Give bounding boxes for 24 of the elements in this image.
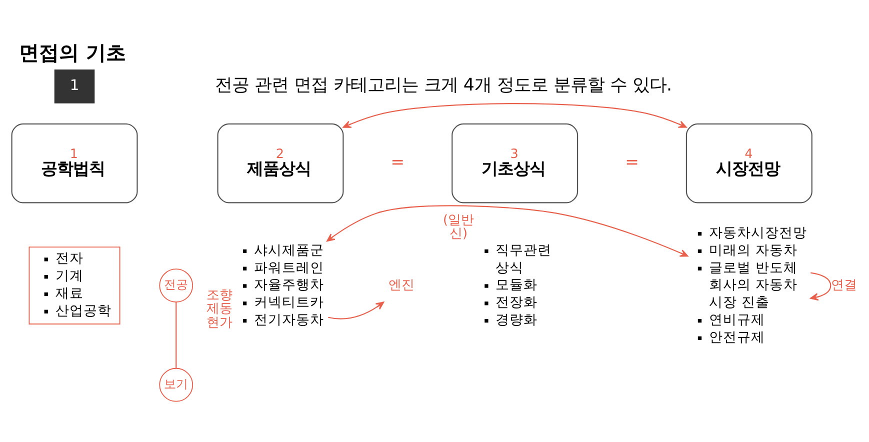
label: 1 [70, 76, 80, 94]
node-circle: 전공 [159, 268, 194, 302]
node-label: (일반 신) [443, 212, 474, 242]
node-box: 1 공학법칙 [11, 123, 138, 204]
diagram-title: 면접의 기초 [19, 40, 126, 65]
label: 전공 관련 면접 카테고리는 크게 4개 정도로 분류할 수 있다. [214, 76, 672, 96]
connector [176, 302, 177, 368]
edge-label: 연결 [830, 278, 857, 293]
node-label: 조향 제동 현가 [206, 288, 233, 330]
arrow [810, 272, 832, 301]
label: = [390, 152, 405, 172]
node-box: 3 기초상식 [452, 123, 578, 204]
node-circle: 보기 [159, 368, 194, 402]
arrow [328, 302, 384, 320]
node-box: 전자 기계 재료 산업공학 [28, 246, 120, 324]
label: = [625, 152, 639, 172]
node-text: 자동차시장전망 미래의 자동차 글로벌 반도체 회사의 자동차 시장 진출 연비규제 안전규제 [708, 225, 807, 346]
arrow [342, 103, 687, 128]
node-box: 4 시장전망 [686, 123, 812, 204]
node-box: 2 제품상식 [217, 123, 344, 204]
node-text: 엔진 [388, 278, 414, 293]
node-text: 직무관련 상식 모듈화 전장화 경량화 [496, 242, 552, 328]
arrow [326, 205, 688, 257]
node-text: 샤시제품군 파워트레인 자율주행차 커넥티트카 전기자동차 [254, 242, 324, 328]
